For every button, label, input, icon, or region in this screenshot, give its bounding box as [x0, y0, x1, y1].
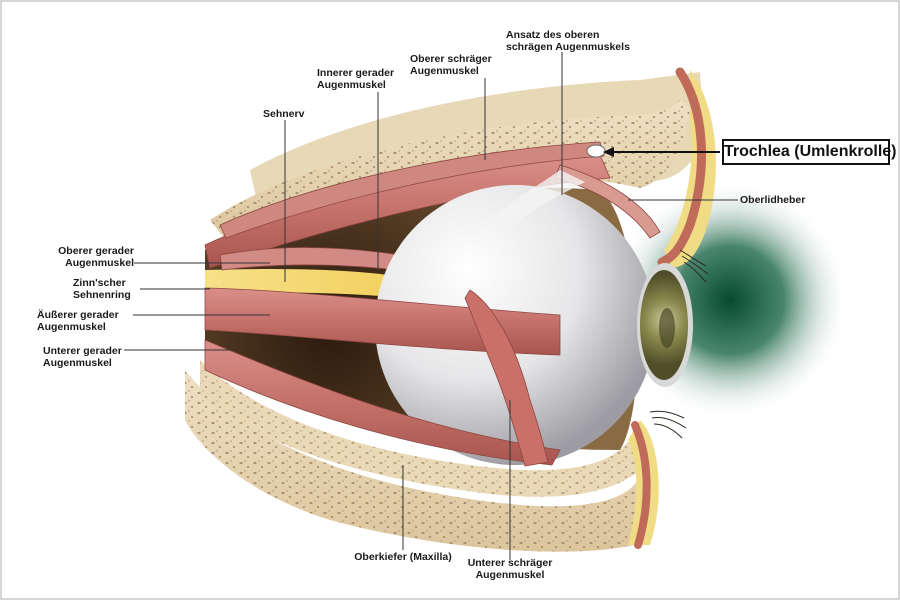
inferior-oblique-muscle [464, 289, 549, 467]
label-trochlea: Trochlea (Umlenkrolle) [722, 139, 897, 165]
lateral-rectus-muscle [204, 287, 561, 356]
trochlea-pulley [586, 144, 606, 158]
superior-oblique-tendon [490, 170, 585, 228]
label-oberer-schraeger-augenmuskel: Oberer schräger Augenmuskel [410, 53, 492, 77]
label-unterer-schraeger-augenmuskel: Unterer schräger Augenmuskel [467, 557, 553, 581]
label-aeusserer-gerader-augenmuskel: Äußerer gerader Augenmuskel [37, 309, 119, 333]
label-sehnerv: Sehnerv [263, 108, 305, 120]
optic-nerve [205, 269, 420, 300]
leader-lines [124, 52, 738, 560]
inferior-rectus-muscle [204, 339, 561, 466]
pupil [659, 308, 675, 348]
label-innerer-gerader-augenmuskel: Innerer gerader Augenmuskel [317, 67, 395, 91]
label-zinnscher-sehnenring: Zinn'scher Sehnenring [73, 277, 131, 301]
label-oberlidheber: Oberlidheber [740, 194, 806, 206]
label-oberer-gerader-augenmuskel: Oberer gerader Augenmuskel [58, 245, 134, 269]
label-oberkiefer-maxilla: Oberkiefer (Maxilla) [354, 551, 452, 563]
label-ansatz-oberer-schraeger: Ansatz des oberen schrägen Augenmuskels [506, 29, 630, 53]
superior-oblique-muscle [219, 141, 605, 239]
eyelashes [649, 249, 709, 439]
label-unterer-gerader-augenmuskel: Unterer gerader Augenmuskel [43, 345, 122, 369]
